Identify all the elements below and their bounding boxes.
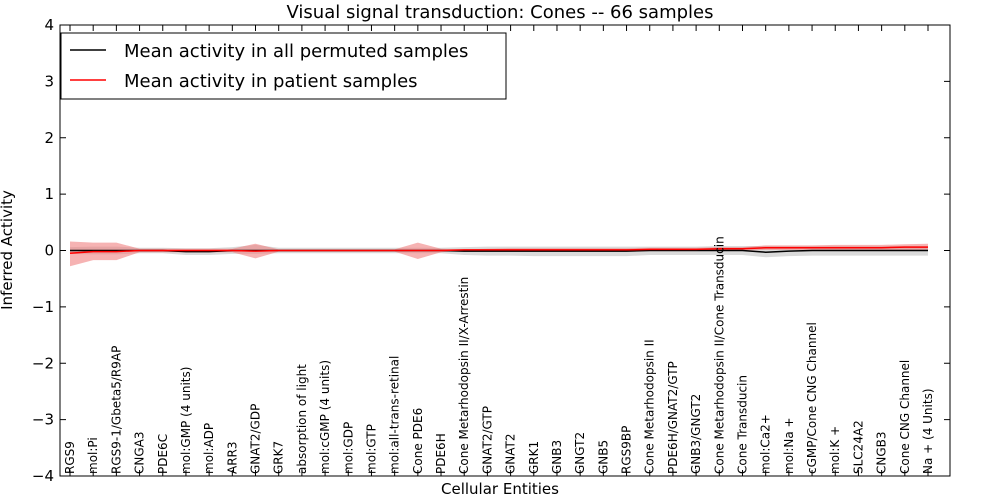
x-tick-label: GRK1 [527, 441, 541, 474]
x-tick-label: mol:ADP [202, 423, 216, 474]
x-tick-label: mol:GDP [341, 422, 355, 474]
x-tick-label: CNGB3 [875, 431, 889, 474]
x-tick-label: GNAT2/GTP [480, 406, 494, 474]
x-axis-label: Cellular Entities [441, 480, 559, 498]
y-tick-label: 3 [44, 72, 54, 90]
legend: Mean activity in all permuted samples Me… [60, 32, 507, 100]
x-tick-label: GNGT2 [573, 432, 587, 474]
x-tick-label: Cone Transducin [736, 375, 750, 474]
x-tick-label: mol:cGMP (4 units) [318, 360, 332, 474]
y-axis-label: Inferred Activity [0, 190, 16, 310]
legend-box [60, 32, 507, 100]
legend-label-permuted: Mean activity in all permuted samples [124, 41, 468, 62]
x-tick-label: PDE6C [156, 434, 170, 474]
x-tick-label: mol:GTP [365, 424, 379, 474]
x-tick-label: RGS9 [63, 441, 77, 474]
x-tick-label: CNGA3 [133, 432, 147, 475]
x-tick-label: mol:K + [828, 426, 842, 474]
x-tick-label: GRK7 [272, 441, 286, 474]
series-line-1 [69, 246, 928, 255]
confidence-bands [70, 241, 928, 267]
x-tick-label: SLC24A2 [851, 420, 865, 474]
plot-frame [59, 24, 951, 477]
x-tick-label: Cone Metarhodopsin II [643, 339, 657, 474]
series-lines [69, 246, 928, 255]
x-tick-label: PDE6H [434, 433, 448, 474]
legend-label-patient: Mean activity in patient samples [124, 71, 418, 92]
x-tick-label: Cone Metarhodopsin II/X-Arrestin [457, 277, 471, 474]
x-tick-label: PDE6H/GNAT2/GTP [666, 361, 680, 474]
x-tick-label: RGS9-1/Gbeta5/R9AP [109, 346, 123, 474]
series-line-0 [70, 249, 928, 253]
x-tick-label: Cone Metarhodopsin II/Cone Transducin [712, 236, 726, 474]
y-tick-label: 4 [44, 16, 54, 34]
y-tick-label: 0 [44, 242, 54, 260]
y-tick-label: 2 [44, 129, 54, 147]
y-tick-label: −1 [32, 298, 54, 316]
y-tick-label: −4 [32, 467, 54, 485]
y-tick-label: 1 [44, 185, 54, 203]
x-axis: RGS9 mol:Pi RGS9-1/Gbeta5/R9AP CNGA3 PDE6C mo… [63, 25, 935, 476]
x-tick-label: GNB3/GNGT2 [689, 394, 703, 474]
x-tick-label: mol:Na + [782, 417, 796, 474]
x-tick-label: mol:Ca2+ [759, 414, 773, 474]
x-tick-label: Cone CNG Channel [898, 360, 912, 474]
confidence-band-1 [70, 241, 928, 267]
x-tick-label: ARR3 [225, 441, 239, 474]
x-tick-label: mol:GMP (4 units) [179, 367, 193, 474]
x-tick-label: mol:Pi [86, 437, 100, 474]
y-axis: −4 −3 −2 −1 0 1 2 3 4 [32, 16, 950, 485]
x-tick-label: absorption of light [295, 364, 309, 474]
y-tick-label: −3 [32, 411, 54, 429]
x-tick-label: GNB3 [550, 440, 564, 474]
x-tick-label: Na + (4 Units) [921, 388, 935, 474]
x-tick-label: mol:all-trans-retinal [388, 356, 402, 474]
chart-title: Visual signal transduction: Cones -- 66 … [286, 2, 713, 23]
x-tick-label: RGS9BP [620, 426, 634, 474]
x-tick-label: GNB5 [596, 440, 610, 474]
x-tick-label: GNAT2 [504, 433, 518, 474]
x-tick-label: cGMP/Cone CNG Channel [805, 322, 819, 474]
x-tick-label: Cone PDE6 [411, 408, 425, 474]
x-tick-label: GNAT2/GDP [249, 404, 263, 474]
y-tick-label: −2 [32, 354, 54, 372]
